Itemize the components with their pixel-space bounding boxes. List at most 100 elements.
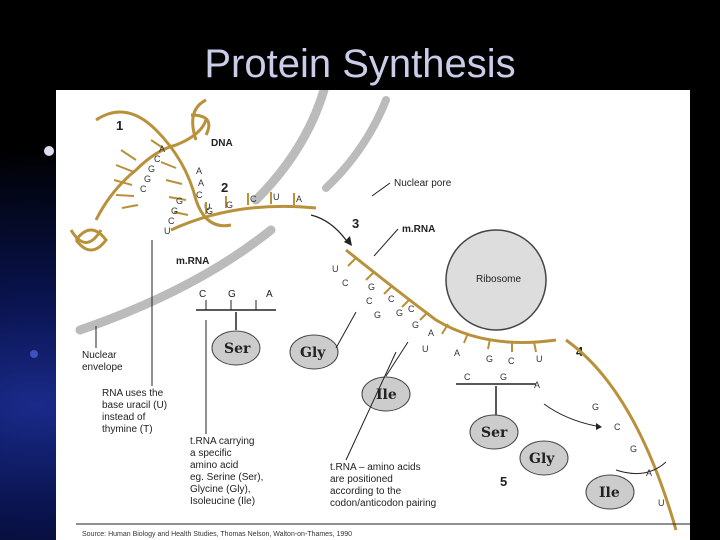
mrna-base: A bbox=[454, 348, 460, 358]
dna-base: G bbox=[171, 206, 178, 216]
mrna-base: G bbox=[206, 206, 213, 216]
chain-amino-acid-ile bbox=[585, 474, 635, 510]
nuclear-pore-label: Nuclear pore bbox=[394, 178, 452, 189]
mrna-base: G bbox=[368, 282, 375, 292]
chain-amino-acid-ser bbox=[469, 414, 519, 450]
amino-acid-ile-label: Ile bbox=[376, 387, 397, 403]
trna-positioned-label-line2: are positioned bbox=[330, 474, 393, 485]
trna-carrying-label-line5: Glycine (Gly), bbox=[190, 484, 251, 495]
dna-base: G bbox=[144, 174, 151, 184]
mrna-base: G bbox=[226, 200, 233, 210]
amino-acid-ile bbox=[361, 376, 411, 412]
dna-base: A bbox=[198, 178, 204, 188]
ribosome-label: Ribosome bbox=[476, 274, 521, 285]
trna-carrying-label-line6: Isoleucine (Ile) bbox=[190, 496, 255, 507]
trna-codon-base: A bbox=[266, 289, 273, 300]
chain-gly-label: Gly bbox=[529, 451, 555, 467]
trna-positioned-label-line4: codon/anticodon pairing bbox=[330, 498, 436, 509]
amino-acid-ser-label: Ser bbox=[224, 341, 251, 357]
mrna-base: U bbox=[273, 192, 280, 202]
nuclear-pore-wall bbox=[322, 96, 390, 192]
mrna-base: U bbox=[332, 264, 339, 274]
trna-carrying-label-line4: eg. Serine (Ser), bbox=[190, 472, 263, 483]
mrna-base: C bbox=[366, 296, 373, 306]
nuclear-pore-pointer bbox=[371, 182, 391, 197]
mrna-base: A bbox=[296, 194, 302, 204]
dna-base: A bbox=[196, 166, 202, 176]
mrna-base: C bbox=[342, 278, 349, 288]
trna-positioned-label-line1: t.RNA – amino acids bbox=[330, 462, 421, 473]
amino-acid-ser bbox=[211, 330, 261, 366]
mrna-base: G bbox=[374, 310, 381, 320]
trna-carrying-label-line1: t.RNA carrying bbox=[190, 436, 254, 447]
chain-base: G bbox=[630, 444, 637, 454]
export-arrow-head bbox=[344, 236, 352, 246]
trna-codon-base: G bbox=[228, 289, 236, 300]
mrna-strand-ticks bbox=[205, 192, 295, 214]
step-number-2: 2 bbox=[221, 180, 228, 195]
dna-base: C bbox=[168, 216, 175, 226]
mrna-base: U bbox=[536, 354, 543, 364]
amino-acid-gly-label: Gly bbox=[300, 345, 326, 361]
protein-synthesis-diagram: A C G G C A A C G G C U U 1 2 3 4 5 DNA … bbox=[56, 90, 690, 540]
rna-uses-label-line2: base uracil (U) bbox=[102, 400, 167, 411]
dna-base: G bbox=[148, 164, 155, 174]
chain-base: A bbox=[534, 380, 540, 390]
nuclear-envelope-label-line1: Nuclear bbox=[82, 350, 117, 361]
step-number-5: 5 bbox=[500, 474, 507, 489]
chain-base: C bbox=[464, 372, 471, 382]
dna-base: C bbox=[140, 184, 147, 194]
mrna-cytoplasm-ticks bbox=[347, 257, 537, 353]
dna-base: U bbox=[164, 226, 171, 236]
mrna-base: U bbox=[422, 344, 429, 354]
chain-base: G bbox=[592, 402, 599, 412]
dna-base: C bbox=[196, 190, 203, 200]
chain-ser-label: Ser bbox=[481, 425, 508, 441]
nuclear-envelope-upper bbox=[251, 90, 329, 205]
step-number-1: 1 bbox=[116, 118, 123, 133]
chain-base: G bbox=[500, 372, 507, 382]
mrna-base: C bbox=[388, 294, 395, 304]
step-number-3: 3 bbox=[352, 216, 359, 231]
mrna-label-nucleus: m.RNA bbox=[176, 256, 209, 267]
trna-positioned-label-line3: according to the bbox=[330, 486, 402, 497]
chain-base: C bbox=[614, 422, 621, 432]
mrna-strand-cytoplasm bbox=[345, 248, 557, 344]
mrna-strand-exit bbox=[565, 338, 678, 531]
nuclear-envelope-lower bbox=[75, 225, 276, 335]
dna-base: A bbox=[159, 144, 165, 154]
mrna-base: C bbox=[250, 194, 257, 204]
rna-uses-label-line3: instead of bbox=[102, 412, 146, 423]
mrna-base: C bbox=[508, 356, 515, 366]
dna-base: G bbox=[176, 196, 183, 206]
chain-base: U bbox=[658, 498, 665, 508]
diagram-svg: A C G G C A A C G G C U U 1 2 3 4 5 DNA … bbox=[69, 90, 690, 538]
chain-base: A bbox=[646, 468, 652, 478]
nuclear-envelope-label-line2: envelope bbox=[82, 362, 123, 373]
source-citation: Source: Human Biology and Health Studies… bbox=[82, 531, 352, 538]
rna-uses-label-line1: RNA uses the bbox=[102, 388, 164, 399]
chain-ile-label: Ile bbox=[599, 485, 620, 501]
export-arrow bbox=[310, 214, 347, 241]
slide-title: Protein Synthesis bbox=[204, 42, 516, 86]
bullet-point-secondary bbox=[30, 350, 38, 358]
ribosome bbox=[445, 229, 547, 331]
dna-label: DNA bbox=[211, 138, 233, 149]
dna-base: U bbox=[204, 202, 211, 212]
chain-amino-acid-gly bbox=[519, 440, 569, 476]
trna-codon-base: C bbox=[199, 289, 206, 300]
amino-acid-gly bbox=[289, 334, 339, 370]
dna-helix bbox=[69, 98, 232, 252]
mrna-strand-nucleus bbox=[170, 204, 317, 232]
mrna-base: C bbox=[408, 304, 415, 314]
dna-base: C bbox=[154, 154, 161, 164]
mrna-base: G bbox=[486, 354, 493, 364]
bullet-point bbox=[44, 146, 54, 156]
mrna-base: G bbox=[412, 320, 419, 330]
trna-carrying-label-line2: a specific bbox=[190, 448, 232, 459]
mrna-base: G bbox=[396, 308, 403, 318]
trna-carrying-label-line3: amino acid bbox=[190, 460, 238, 471]
mrna-base: A bbox=[428, 328, 434, 338]
mrna-label-cytoplasm: m.RNA bbox=[402, 224, 435, 235]
trna-positioned-pointer bbox=[345, 351, 397, 461]
